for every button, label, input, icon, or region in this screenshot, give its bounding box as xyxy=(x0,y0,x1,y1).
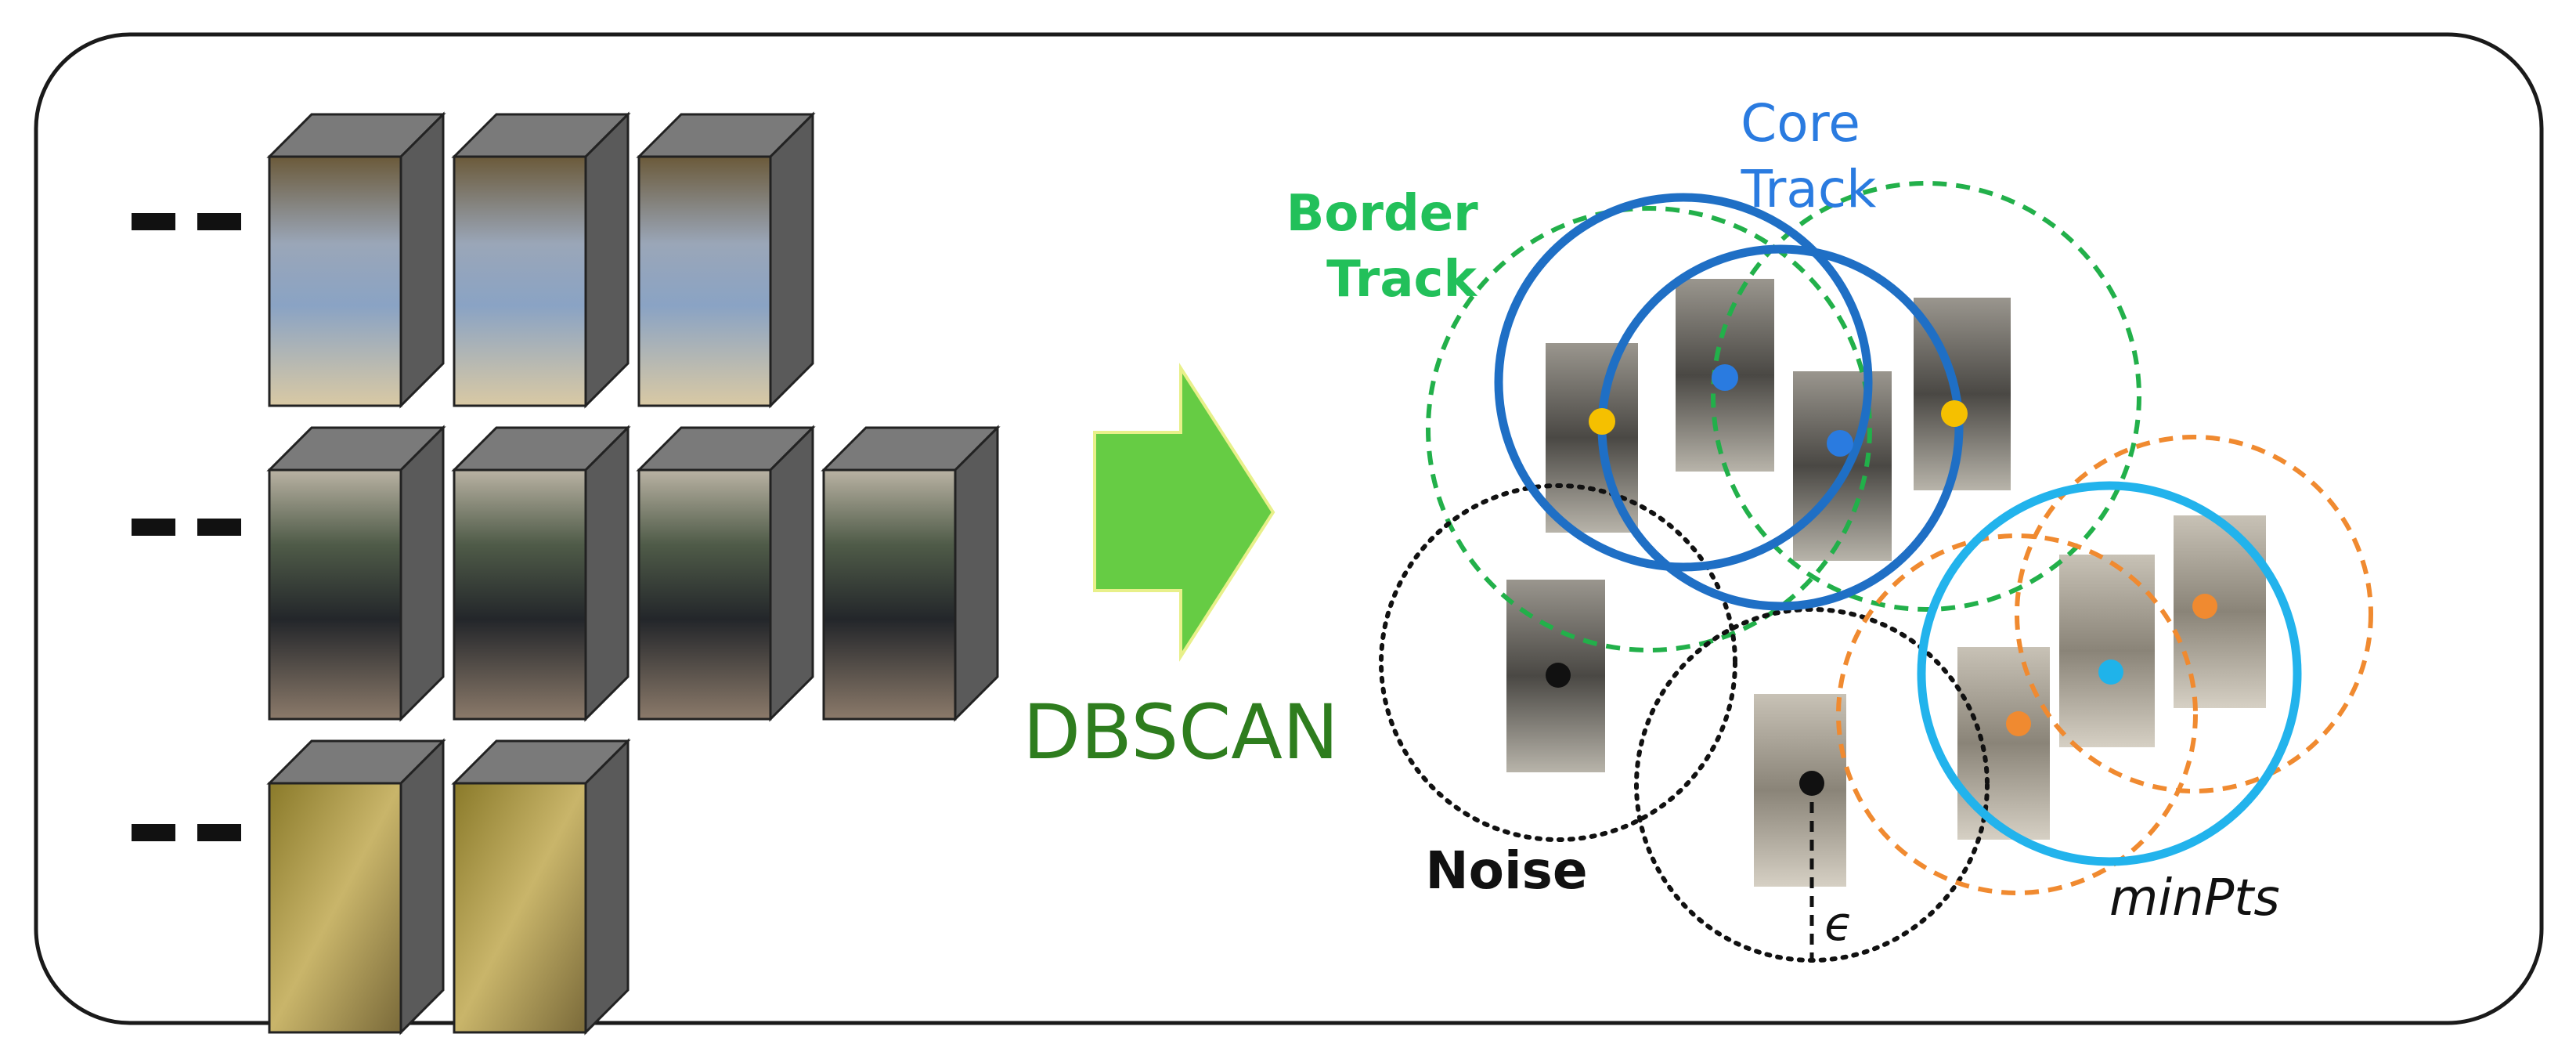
core-circle-left xyxy=(1494,193,1873,572)
outer-frame xyxy=(34,32,2544,1025)
minpts-circle-left xyxy=(1836,533,2198,895)
point-noise-left xyxy=(1546,663,1571,688)
point-border-right xyxy=(1941,400,1968,427)
row-woman-green-jacket-frame-2 xyxy=(451,425,631,722)
row-girl-walking-frame-1 xyxy=(266,111,446,409)
box-front-image xyxy=(268,155,402,407)
row-woman-green-jacket-frame-3 xyxy=(636,425,816,722)
thumbnails xyxy=(1506,279,2266,887)
row-pole-background-frame-1 xyxy=(266,738,446,1036)
box-front-image xyxy=(268,782,402,1034)
point-min-right xyxy=(2192,594,2217,619)
epsilon-label: ϵ xyxy=(1824,897,1853,952)
point-noise-center xyxy=(1799,771,1824,796)
row-ellipsis-1 xyxy=(132,213,241,230)
thumb-core-mid xyxy=(1793,371,1892,561)
box-side-face xyxy=(584,738,630,1036)
box-side-face xyxy=(399,738,445,1036)
noise-label: Noise xyxy=(1425,840,1587,901)
minpts-circle-right xyxy=(2015,435,2373,793)
box-front-image xyxy=(453,155,587,407)
box-side-face xyxy=(954,425,999,722)
box-front-image xyxy=(637,155,772,407)
row-girl-walking-frame-3 xyxy=(636,111,816,409)
row-woman-green-jacket-frame-1 xyxy=(266,425,446,722)
border-circle-right xyxy=(1711,181,2141,612)
box-front-image xyxy=(453,468,587,721)
arrow-label: DBSCAN xyxy=(1023,689,1339,776)
border-track-label: Border Track xyxy=(1286,185,1495,309)
thumb-min-right xyxy=(2174,515,2266,708)
point-min-left xyxy=(2006,711,2031,736)
box-front-image xyxy=(453,782,587,1034)
box-side-face xyxy=(584,111,630,409)
row-woman-green-jacket-frame-4 xyxy=(821,425,1001,722)
point-core-mid xyxy=(1827,430,1853,457)
box-side-face xyxy=(399,111,445,409)
box-side-face xyxy=(399,425,445,722)
box-side-face xyxy=(769,425,814,722)
thumb-core-left xyxy=(1546,343,1638,533)
core-track-label: Core Track xyxy=(1741,93,1877,219)
box-side-face xyxy=(584,425,630,722)
box-side-face xyxy=(769,111,814,409)
thumb-min-left xyxy=(1957,647,2050,840)
thumb-noise-center xyxy=(1754,694,1846,887)
minpts-label: minPts xyxy=(2109,869,2280,927)
point-min-center xyxy=(2098,660,2123,685)
point-border-left xyxy=(1589,408,1615,435)
row-ellipsis-2 xyxy=(132,519,241,536)
noise-circle-left xyxy=(1379,483,1737,842)
border-circle-left xyxy=(1426,206,1872,652)
row-pole-background-frame-2 xyxy=(451,738,631,1036)
box-front-image xyxy=(822,468,957,721)
box-front-image xyxy=(637,468,772,721)
arrow-shape xyxy=(1093,363,1275,662)
core-circle-light xyxy=(1917,481,2302,866)
row-ellipsis-3 xyxy=(132,824,241,841)
row-girl-walking-frame-2 xyxy=(451,111,631,409)
dbscan-arrow: DBSCAN xyxy=(1023,363,1339,776)
cluster-diagram: Core Track Border Track Noise minPts ϵ xyxy=(1286,93,2373,963)
point-core-top xyxy=(1712,364,1738,391)
box-front-image xyxy=(268,468,402,721)
tracklet-panel xyxy=(132,111,1001,1036)
